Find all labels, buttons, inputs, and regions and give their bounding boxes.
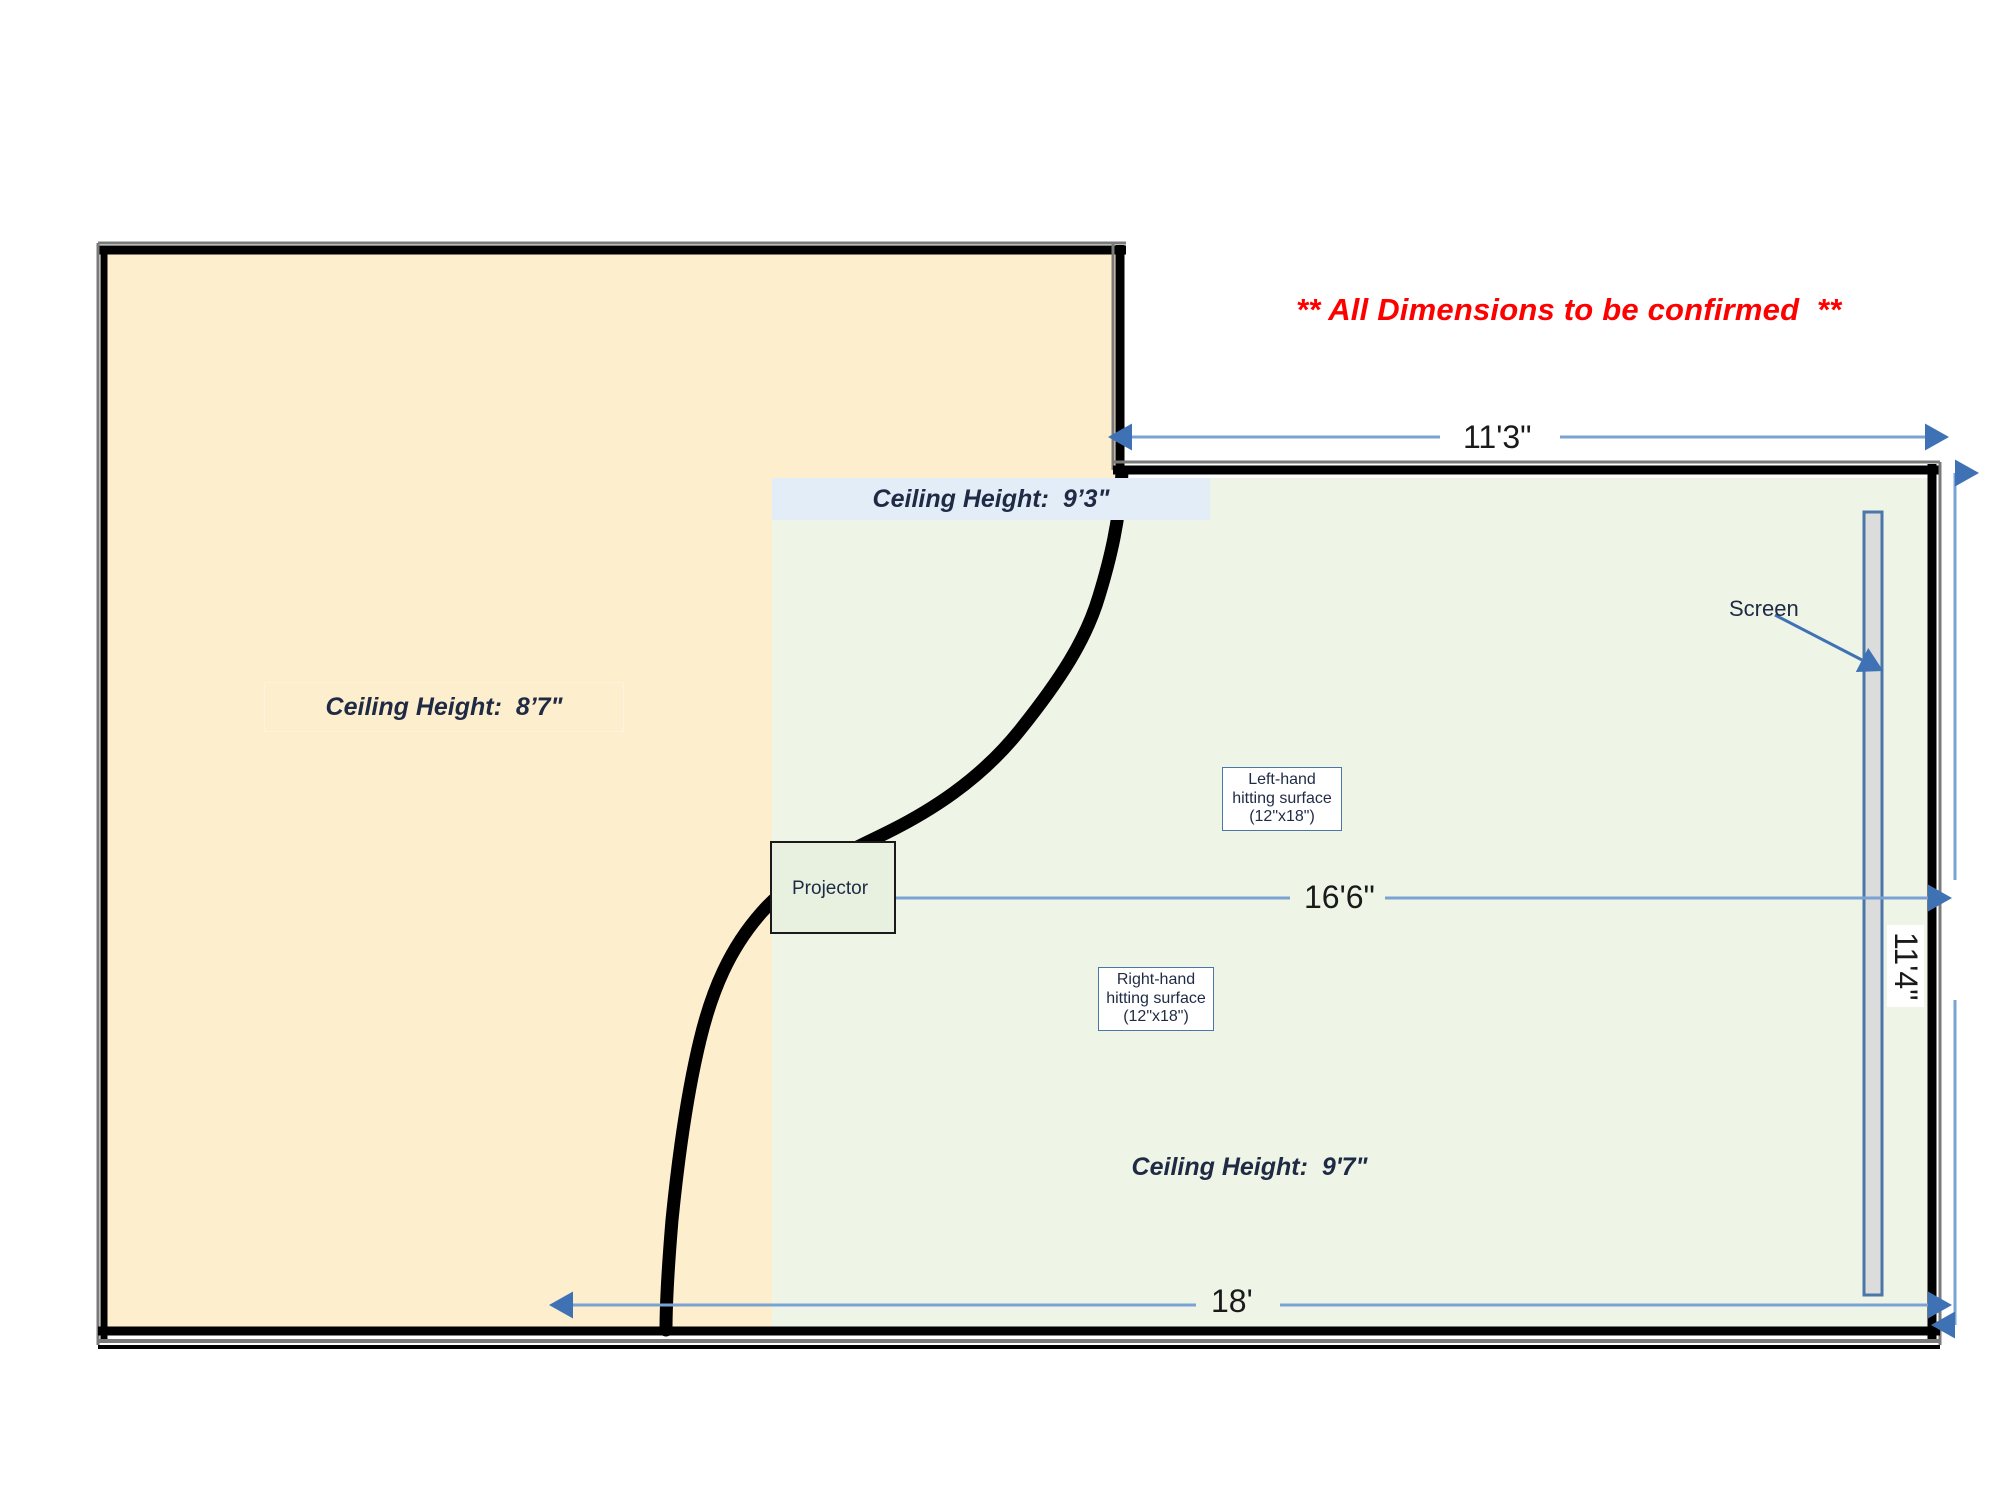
right-hitting-surface-box[interactable]: Right-hand hitting surface (12"x18")	[1098, 967, 1214, 1031]
screen-leader-arrow	[1774, 613, 1884, 672]
left-hitting-surface-box[interactable]: Left-hand hitting surface (12"x18")	[1222, 767, 1342, 831]
screen-element[interactable]	[1862, 510, 1884, 1297]
left-hitting-surface-line1: Left-hand	[1248, 770, 1316, 788]
dimension-label-bottom-width: 18'	[1204, 1283, 1260, 1320]
left-hitting-surface-line2: hitting surface	[1232, 789, 1332, 807]
screen-label: Screen	[1729, 596, 1799, 621]
ceiling-height-middle-label: Ceiling Height: 9’3"	[772, 478, 1210, 520]
projector-label: Projector	[792, 878, 869, 899]
right-hitting-surface-line2: hitting surface	[1106, 989, 1206, 1007]
left-hitting-surface-line3: (12"x18")	[1249, 808, 1315, 826]
dimension-label-top-width: 11'3"	[1456, 419, 1539, 456]
dimensions-notice: ** All Dimensions to be confirmed **	[1296, 292, 1842, 327]
dimension-label-projector-to-screen: 16'6"	[1297, 879, 1382, 916]
dimension-label-right-height: 11'4"	[1887, 925, 1924, 1008]
ceiling-height-left-label: Ceiling Height: 8’7"	[264, 682, 624, 732]
right-hitting-surface-line3: (12"x18")	[1123, 1008, 1189, 1026]
ceiling-height-right-label: Ceiling Height: 9'7"	[1072, 1142, 1427, 1192]
right-hitting-surface-line1: Right-hand	[1116, 970, 1196, 988]
projector-box[interactable]	[770, 841, 896, 934]
